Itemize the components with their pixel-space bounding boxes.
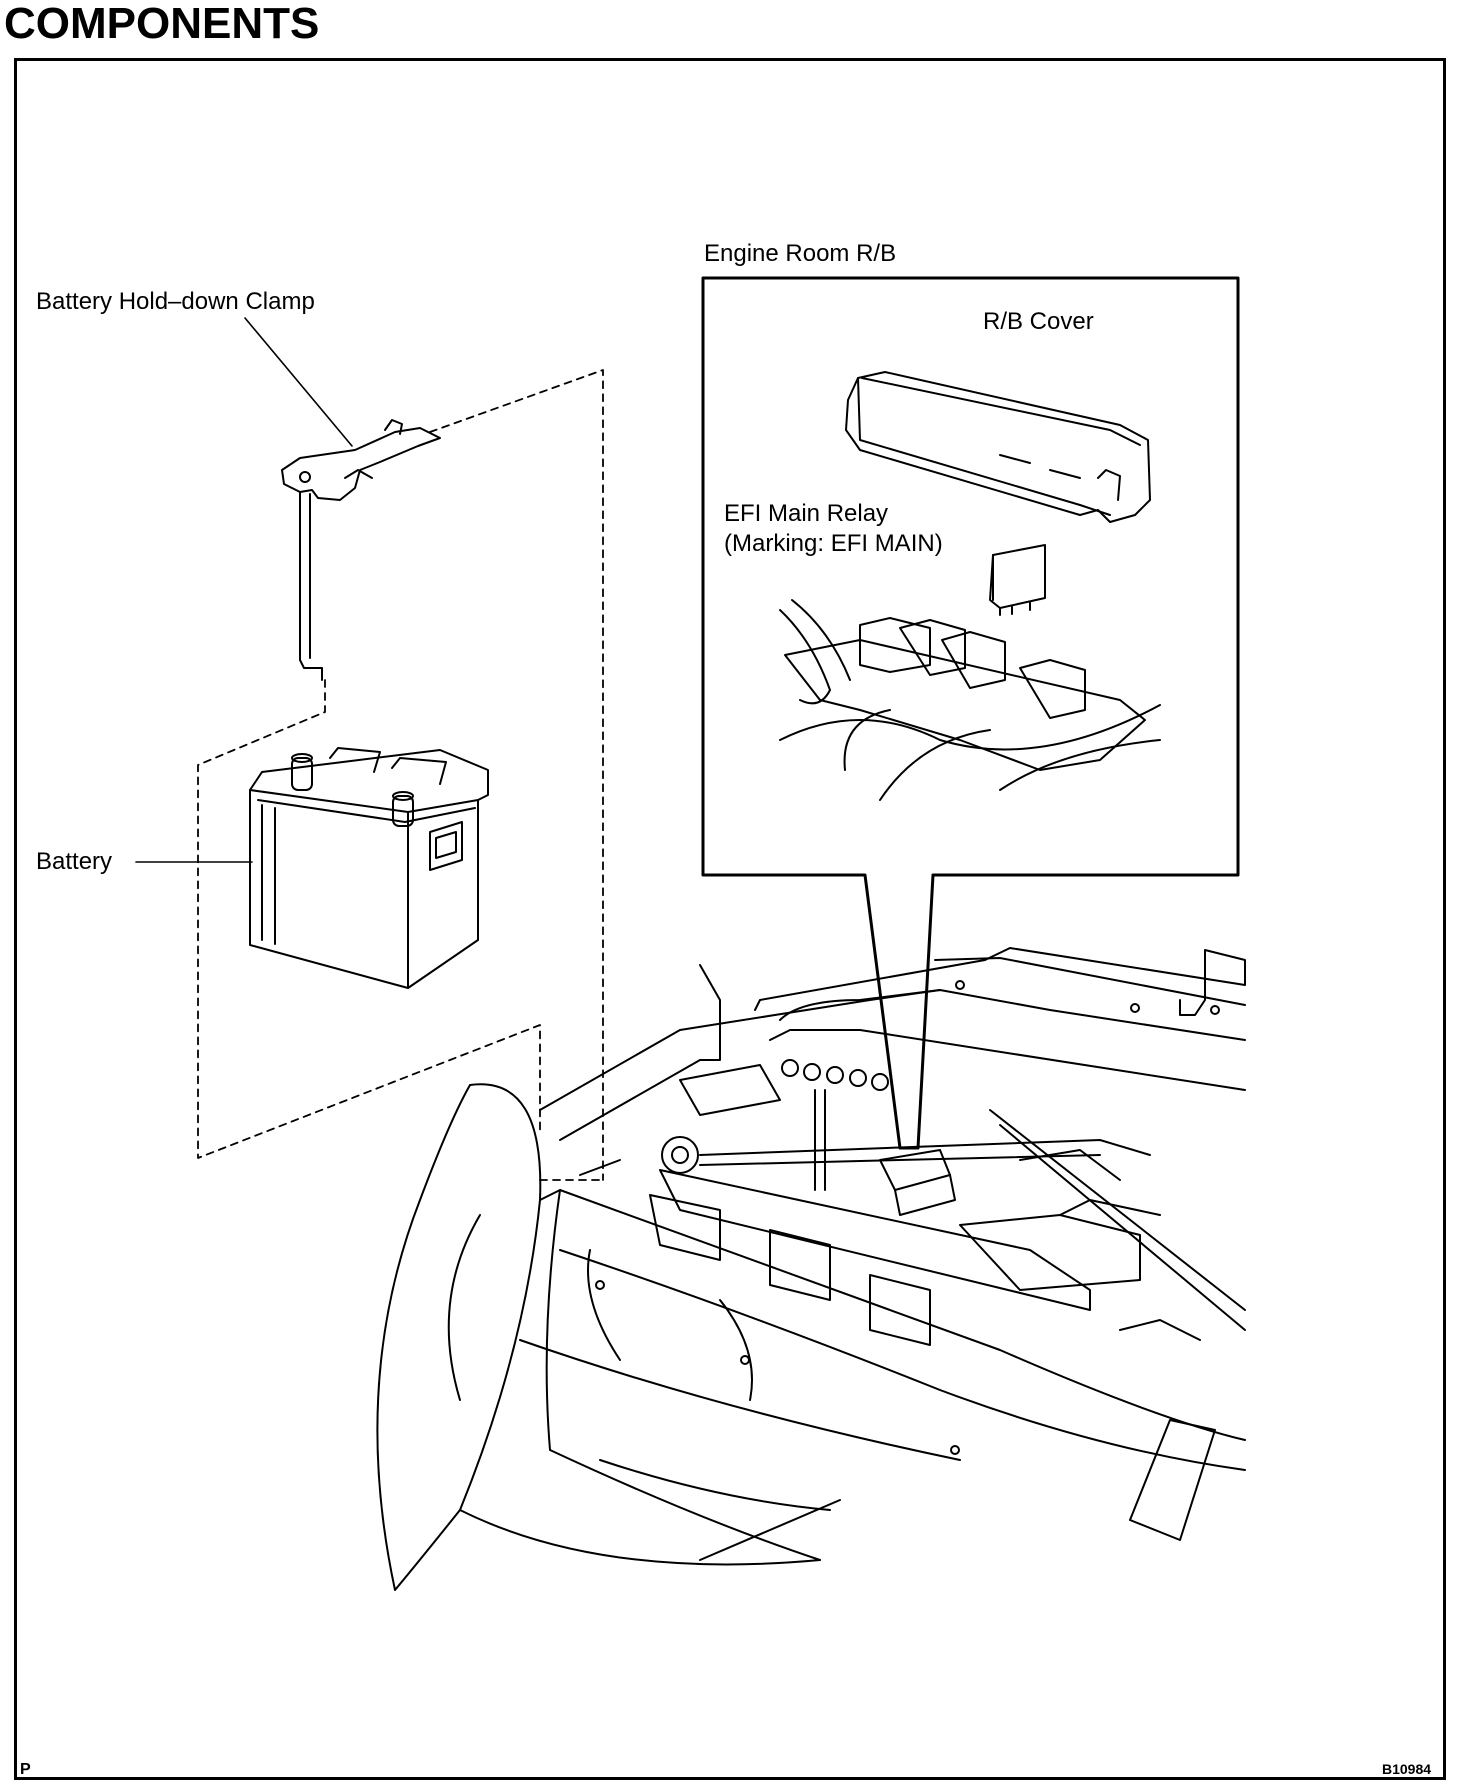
- hold-down-clamp-drawing: [281, 419, 441, 681]
- figure-id: B10984: [1382, 1761, 1432, 1777]
- label-rb-cover: R/B Cover: [983, 308, 1094, 335]
- label-efi-main-relay: EFI Main Relay: [724, 500, 889, 527]
- label-efi-main-marking: (Marking: EFI MAIN): [724, 530, 943, 557]
- label-battery-hold-down-clamp: Battery Hold–down Clamp: [36, 288, 315, 315]
- figure-frame: [14, 58, 1446, 1780]
- footer-left-code: P: [20, 1761, 31, 1778]
- relay-block-inset: [701, 276, 1240, 1150]
- label-battery: Battery: [36, 848, 113, 875]
- battery-drawing: [249, 747, 489, 989]
- vehicle-engine-bay: [376, 947, 1246, 1591]
- page-heading: COMPONENTS: [4, 0, 320, 48]
- label-engine-room-rb: Engine Room R/B: [704, 240, 897, 267]
